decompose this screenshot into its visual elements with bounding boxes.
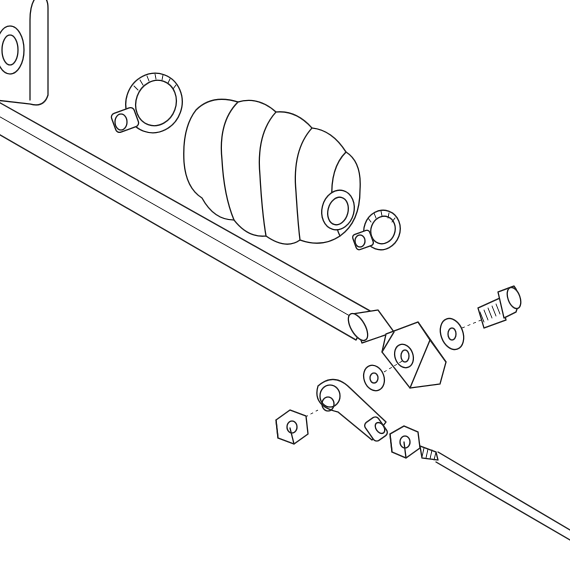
washer-upper: [439, 317, 465, 351]
hex-nut-right: [389, 425, 421, 459]
hose-clamp-large: [110, 72, 183, 134]
washer-lower: [362, 364, 386, 392]
clevis-bolt: [461, 285, 522, 329]
clevis-end: [381, 321, 447, 389]
assembly-guide-line: [383, 359, 405, 373]
rack-housing-end: [0, 0, 49, 106]
rack-shaft: [0, 102, 395, 344]
threaded-cable-rod: [419, 445, 570, 541]
hex-nut-left: [275, 409, 319, 445]
bellows-boot: [183, 98, 361, 245]
rod-end-eye: [316, 378, 388, 442]
hose-clamp-small: [352, 209, 401, 251]
